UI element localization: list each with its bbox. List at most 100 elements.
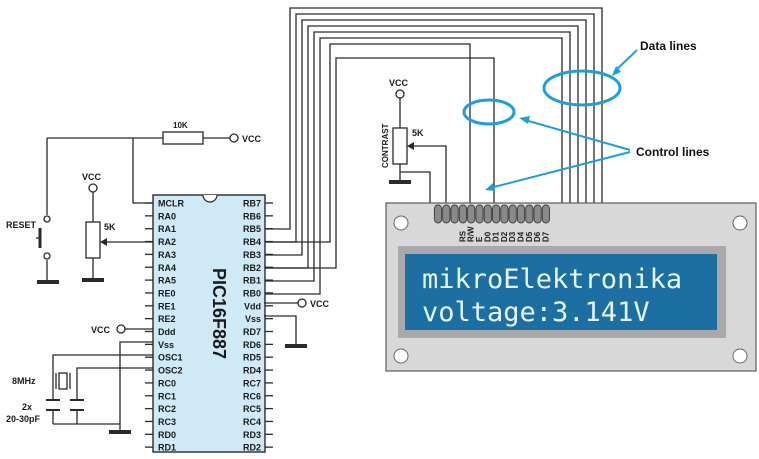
mcu-pin-label-rd4: RD4 (243, 366, 261, 376)
lcd-line-1: mikroElektronika (422, 264, 682, 295)
wire-rs (336, 43, 471, 205)
lcd-pin-label-rw: R/W (467, 226, 476, 242)
lcd-pin-label-d6: D6 (533, 231, 542, 242)
lcd-pin-3 (458, 204, 467, 224)
lcd-pin-8 (500, 204, 509, 224)
mcu-pin-label-rc2: RC2 (158, 404, 176, 414)
lcd-pin-label-d5: D5 (525, 231, 534, 242)
resistor-10k-label: 10K (173, 121, 188, 130)
mcu-pin-label-rc6: RC6 (243, 391, 261, 401)
lcd-pin-label-d1: D1 (492, 231, 501, 242)
mcu-pin-label-rd3: RD3 (243, 430, 261, 440)
lcd-pin-label-rs: RS (458, 230, 467, 242)
lcd-pin-label-d3: D3 (508, 231, 517, 242)
pot-contrast (392, 127, 408, 165)
mcu-pin-label-rb4: RB4 (243, 237, 261, 247)
mcu-pin-label-rd5: RD5 (243, 353, 261, 363)
vcc-label-2: VCC (82, 172, 102, 182)
mcu-pin-label-ra5: RA5 (158, 276, 176, 286)
mcu-pin-label-ra3: RA3 (158, 250, 176, 260)
mcu-pin-label-rc0: RC0 (158, 378, 176, 388)
mcu-pin-label-re0: RE0 (158, 288, 176, 298)
ground-reset (37, 280, 59, 284)
mcu-chip: PIC16F887 (152, 194, 266, 453)
reset-button (36, 215, 51, 260)
osc-wires (52, 341, 153, 430)
mcu-pin-label-rb7: RB7 (243, 199, 261, 209)
lcd-pin-12 (533, 204, 542, 224)
contrast-label: CONTRAST (381, 123, 390, 168)
mcu-pin-label-rc4: RC4 (243, 417, 261, 427)
lcd-pin-13 (541, 204, 550, 224)
mcu-pin-label-rb6: RB6 (243, 211, 261, 221)
ground-vss-right (285, 344, 307, 348)
mcu-pin-label-rb0: RB0 (243, 288, 261, 298)
mcu-pin-label-rd7: RD7 (243, 327, 261, 337)
mcu-pin-label-rd6: RD6 (243, 340, 261, 350)
mcu-pin-label-rc7: RC7 (243, 378, 261, 388)
mcu-pin-label-rc1: RC1 (158, 391, 176, 401)
lcd-pin-7 (492, 204, 501, 224)
mcu-pin-label-osc2: OSC2 (158, 366, 183, 376)
lcd-pin-6 (483, 204, 492, 224)
mcu-pin-label-rd1: RD1 (158, 443, 176, 453)
mcu-pin-label-ra0: RA0 (158, 211, 176, 221)
pot-contrast-label: 5K (412, 128, 424, 138)
lcd-pin-5 (475, 204, 484, 224)
lcd-pin-9 (508, 204, 517, 224)
mcu-pin-label-osc1: OSC1 (158, 353, 183, 363)
mcu-pin-label-ddd: Ddd (158, 327, 176, 337)
mcu-pin-label-rd0: RD0 (158, 430, 176, 440)
contrast-wires (399, 98, 447, 205)
data-lines-marker (542, 69, 622, 107)
lcd-pin-label-d0: D0 (483, 231, 492, 242)
mcu-pin-label-ra1: RA1 (158, 224, 176, 234)
lcd-pin-0 (433, 204, 443, 224)
data-lines-label: Data lines (640, 39, 697, 53)
mclr-circuit (46, 137, 230, 280)
lcd-pin-1 (442, 204, 451, 224)
lcd-line-2: voltage:3.141V (422, 297, 650, 328)
vcc-node-5 (395, 89, 405, 99)
vcc-node-3 (116, 324, 126, 334)
vcc-label-4: VCC (310, 299, 330, 309)
mcu-pin-label-vss: Vss (158, 340, 174, 350)
pot-left-wires (92, 192, 153, 278)
mcu-pin-label-rc3: RC3 (158, 417, 176, 427)
callouts: Data lines Control lines (462, 39, 710, 191)
lcd-pin-label-d7: D7 (541, 231, 550, 242)
mcu-name: PIC16F887 (209, 268, 229, 359)
mcu-pin-label-rd2: RD2 (243, 443, 261, 453)
wire-e (342, 57, 495, 205)
capacitors (46, 399, 84, 411)
lcd-bus-wires (264, 7, 603, 295)
lcd-pin-2 (450, 204, 459, 224)
mcu-pin-label-ra4: RA4 (158, 263, 176, 273)
vcc-node-4 (297, 298, 307, 308)
vcc-node-2 (88, 183, 98, 193)
mcu-pin-label-ra2: RA2 (158, 237, 176, 247)
vcc-label-3: VCC (91, 325, 111, 335)
lcd-pin-10 (516, 204, 526, 224)
lcd-module: mikroElektronika voltage:3.141V (385, 202, 757, 372)
mcu-pin-label-rb3: RB3 (243, 250, 261, 260)
mcu-pin-label-mclr: MCLR (158, 199, 184, 209)
mcu-pin-label-rb1: RB1 (243, 276, 261, 286)
mcu-right-pins: RB7RB6RB5RB4RB3RB2RB1RB0VddVssRD7RD6RD5R… (243, 199, 273, 453)
mcu-pin-label-vdd: Vdd (244, 301, 261, 311)
wire-rb1 (264, 31, 571, 282)
wire-rb3 (264, 19, 587, 256)
pot-left (85, 221, 101, 259)
reset-label: RESET (6, 220, 37, 230)
lcd-pin-label-d2: D2 (500, 231, 509, 242)
mcu-pin-label-re1: RE1 (158, 301, 176, 311)
ground-contrast (389, 180, 411, 184)
vcc-label-5: VCC (389, 78, 409, 88)
vcc-node-1 (229, 133, 239, 143)
lcd-pin-4 (467, 204, 476, 224)
caps-label-2: 20-30pF (6, 414, 41, 424)
control-lines-marker (462, 98, 516, 126)
caps-label-1: 2x (22, 402, 32, 412)
